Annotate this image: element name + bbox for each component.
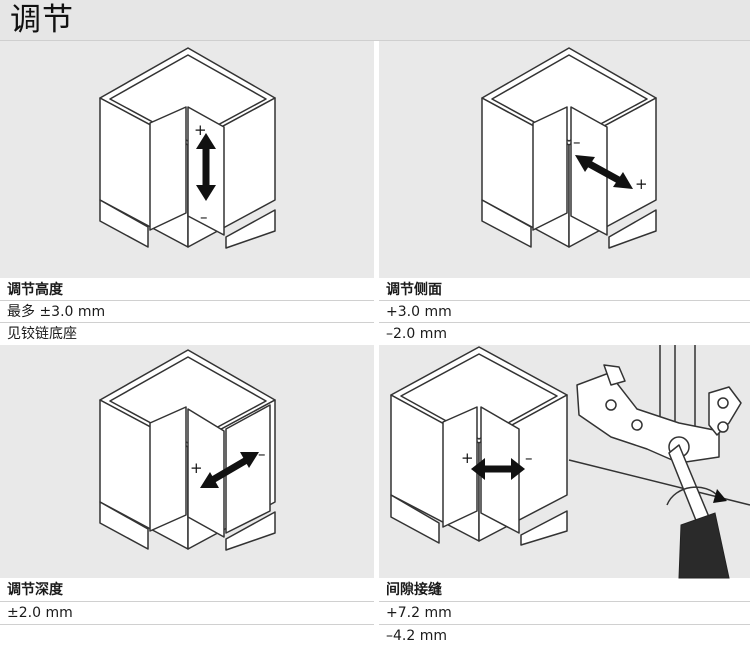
cabinet-height-illustration: + –	[99, 47, 276, 249]
row-divider	[379, 322, 750, 323]
section-heading-height: 调节高度	[7, 282, 63, 298]
side-arrow-icon	[575, 155, 633, 189]
row-divider	[379, 601, 750, 602]
row-divider	[0, 300, 374, 301]
plus-sign: +	[190, 459, 203, 477]
cabinet-side-illustration: – +	[481, 47, 657, 249]
plus-sign: +	[461, 449, 474, 467]
page-title: 调节	[10, 2, 74, 38]
height-range-text: 最多 ±3.0 mm	[7, 304, 106, 320]
column-divider	[374, 41, 379, 647]
height-note-text: 见铰链底座	[7, 326, 77, 342]
depth-range-text: ±2.0 mm	[7, 605, 73, 621]
plus-sign: +	[194, 121, 207, 139]
minus-sign: –	[200, 208, 208, 226]
plus-sign: +	[635, 175, 648, 193]
hinge-icon	[576, 364, 742, 464]
gap-minus-text: –4.2 mm	[386, 628, 447, 644]
minus-sign: –	[573, 133, 581, 151]
minus-sign: –	[258, 445, 266, 463]
screwdriver-icon	[666, 444, 730, 579]
row-divider	[379, 624, 750, 625]
row-divider	[0, 601, 374, 602]
side-plus-text: +3.0 mm	[386, 304, 452, 320]
height-arrow-icon	[196, 133, 216, 201]
cabinet-gap-illustration: + –	[390, 345, 750, 579]
gap-arrow-icon	[471, 458, 525, 480]
section-heading-side: 调节侧面	[386, 282, 442, 298]
section-heading-depth: 调节深度	[7, 582, 63, 598]
gap-plus-text: +7.2 mm	[386, 605, 452, 621]
row-divider	[0, 624, 374, 625]
cabinet-depth-illustration: + –	[99, 349, 276, 551]
depth-arrow-icon	[200, 452, 259, 488]
section-heading-gap: 间隙接缝	[386, 582, 442, 598]
row-divider	[379, 300, 750, 301]
minus-sign: –	[525, 449, 533, 467]
row-divider	[0, 322, 374, 323]
side-minus-text: –2.0 mm	[386, 326, 447, 342]
title-bar: 调节	[0, 0, 750, 41]
